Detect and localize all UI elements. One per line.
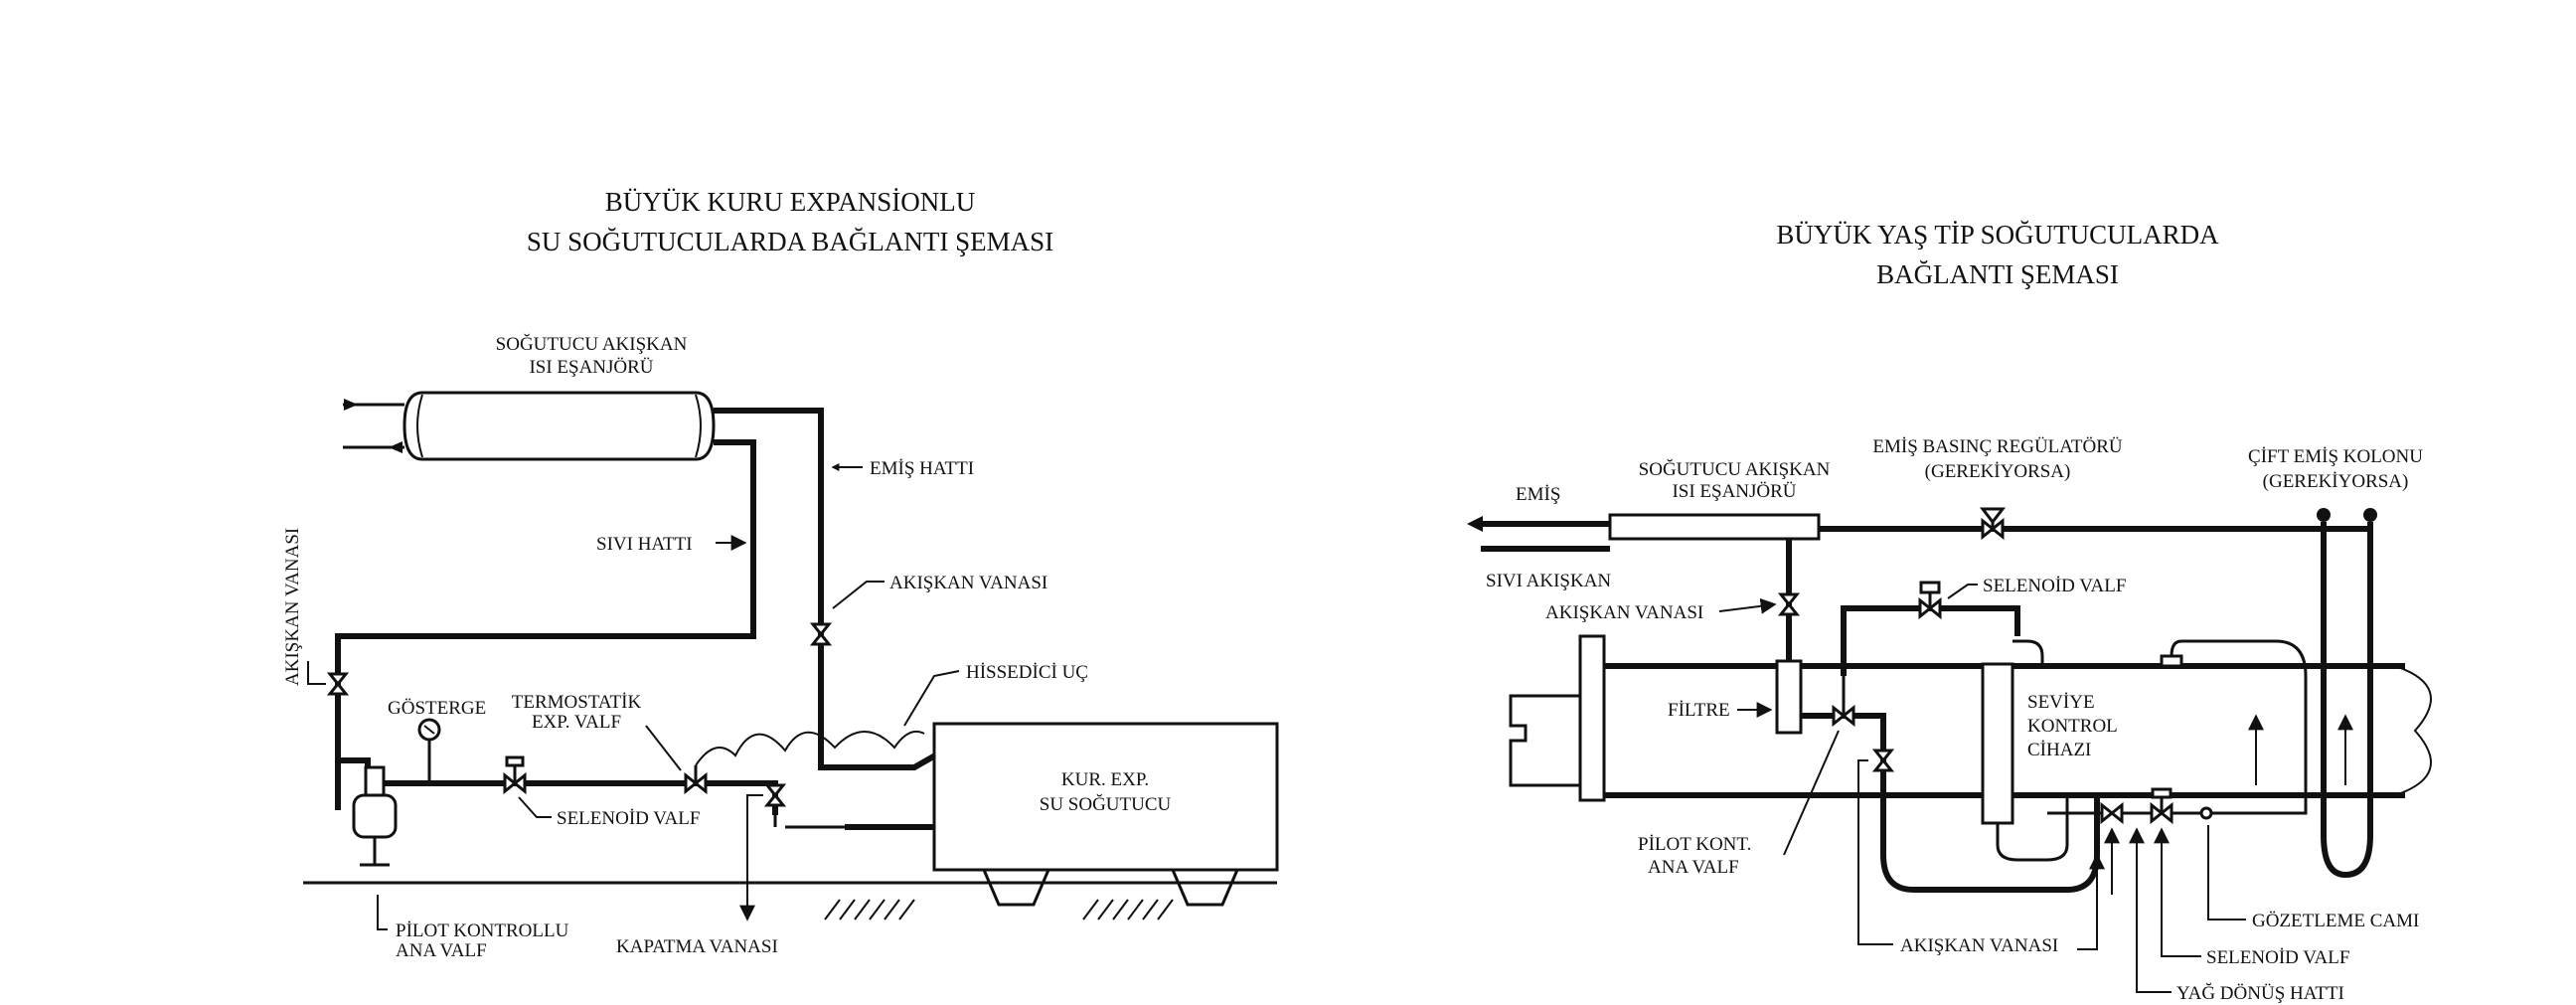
- gauge-icon: [417, 718, 441, 783]
- right-suction-regulator-label-line1: EMİŞ BASINÇ REGÜLATÖRÜ: [1872, 436, 2123, 457]
- left-gauge-label: GÖSTERGE: [388, 698, 486, 719]
- right-diagram: BÜYÜK YAŞ TİP SOĞUTUCULARDA BAĞLANTI ŞEM…: [1467, 220, 2432, 1004]
- left-refrigerant-valve-left: [326, 672, 350, 696]
- sight-glass-icon: [2199, 806, 2213, 820]
- right-level-control: [1981, 662, 2014, 825]
- left-thermostatic-label-line1: TERMOSTATİK: [512, 692, 642, 713]
- left-title-line2: SU SOĞUTUCULARDA BAĞLANTI ŞEMASI: [527, 227, 1053, 256]
- right-liquid-label: SIVI AKIŞKAN: [1486, 571, 1611, 591]
- right-evaporator-end: [1509, 694, 1580, 787]
- right-filter: [1775, 659, 1803, 735]
- right-refrigerant-valve-top-label: AKIŞKAN VANASI: [1545, 602, 1703, 623]
- right-heat-exchanger: [1608, 513, 1821, 541]
- right-pilot-valve-label-line1: PİLOT KONT.: [1638, 834, 1751, 855]
- right-double-riser-label-line2: (GEREKİYORSA): [2263, 471, 2409, 492]
- left-refrigerant-valve-right-label: AKIŞKAN VANASI: [889, 573, 1047, 593]
- right-evaporator-break: [2394, 665, 2432, 796]
- right-refrigerant-valve-top: [1777, 592, 1801, 616]
- left-exchanger-label-line2: ISI EŞANJÖRÜ: [529, 357, 653, 378]
- left-heat-exchanger: [343, 391, 716, 461]
- left-pilot-main-valve: [352, 765, 398, 867]
- left-refrigerant-valve-right: [809, 622, 833, 646]
- right-title-line2: BAĞLANTI ŞEMASI: [1876, 259, 2119, 289]
- right-exchanger-label-line1: SOĞUTUCU AKIŞKAN: [1639, 458, 1831, 480]
- left-diagram: BÜYÜK KURU EXPANSİONLU SU SOĞUTUCULARDA …: [282, 187, 1279, 961]
- left-thermostatic-valve: [684, 765, 708, 795]
- left-sensing-bulb-label: HİSSEDİCİ UÇ: [966, 662, 1088, 683]
- right-solenoid-valve-top-label: SELENOİD VALF: [1983, 576, 2126, 596]
- right-suction-regulator-label-line2: (GEREKİYORSA): [1925, 461, 2071, 482]
- right-filter-label: FİLTRE: [1668, 700, 1730, 721]
- left-chiller-support-1: [982, 869, 1050, 907]
- right-suction-regulator: [1979, 507, 2007, 541]
- right-title-line1: BÜYÜK YAŞ TİP SOĞUTUCULARDA: [1776, 220, 2219, 250]
- right-liquid-loop: [1801, 713, 2100, 893]
- left-shutoff-valve-label: KAPATMA VANASI: [616, 936, 778, 957]
- left-chiller-label-line1: KUR. EXP.: [1061, 769, 1149, 790]
- left-shutoff-valve: [763, 783, 787, 807]
- left-liquid-pipe: [335, 439, 778, 815]
- left-pilot-valve-label-line2: ANA VALF: [396, 940, 487, 961]
- left-floor-hatch: [824, 899, 1174, 921]
- right-refrigerant-valve-bottom: [1871, 749, 1895, 772]
- right-level-control-label-line1: SEVİYE: [2027, 692, 2095, 713]
- right-level-control-label-line3: CİHAZI: [2027, 740, 2091, 760]
- right-solenoid-valve-bottom: [2150, 787, 2174, 825]
- right-oil-return-label: YAĞ DÖNÜŞ HATTI: [2176, 982, 2344, 1004]
- right-evaporator-head: [1578, 634, 1606, 802]
- right-oil-valve-1: [2100, 801, 2124, 825]
- left-exchanger-label-line1: SOĞUTUCU AKIŞKAN: [496, 333, 688, 355]
- right-double-riser-label-line1: ÇİFT EMİŞ KOLONU: [2248, 446, 2423, 467]
- left-chiller-support-2: [1171, 869, 1239, 907]
- right-double-riser: [2321, 522, 2373, 879]
- right-refrigerant-valve-bottom-label: AKIŞKAN VANASI: [1900, 935, 2058, 956]
- right-suction-label: EMİŞ: [1516, 484, 1560, 505]
- left-chiller-box: [932, 722, 1279, 872]
- right-solenoid-valve-bottom-label: SELENOİD VALF: [2206, 947, 2349, 968]
- left-refrigerant-valve-left-label: AKIŞKAN VANASI: [282, 528, 303, 686]
- left-title-line1: BÜYÜK KURU EXPANSİONLU: [605, 187, 976, 217]
- left-solenoid-valve: [503, 755, 527, 795]
- left-suction-line-label: EMİŞ HATTI: [870, 458, 974, 479]
- left-chiller-label-line2: SU SOĞUTUCU: [1040, 793, 1172, 815]
- left-thermostatic-label-line2: EXP. VALF: [532, 712, 621, 733]
- right-level-control-label-line2: KONTROL: [2027, 716, 2118, 737]
- right-solenoid-valve-top: [1918, 581, 1942, 620]
- left-liquid-line-label: SIVI HATTI: [596, 534, 693, 555]
- left-pilot-valve-label-line1: PİLOT KONTROLLU: [396, 921, 569, 941]
- right-oil-return-line: [2047, 639, 2308, 815]
- right-pilot-main-valve: [1832, 676, 1855, 728]
- left-solenoid-valve-label: SELENOİD VALF: [557, 808, 700, 829]
- right-exchanger-label-line2: ISI EŞANJÖRÜ: [1672, 481, 1796, 502]
- left-capillary: [695, 730, 925, 766]
- right-pilot-valve-label-line2: ANA VALF: [1648, 857, 1739, 878]
- right-sight-glass-label: GÖZETLEME CAMI: [2252, 911, 2419, 931]
